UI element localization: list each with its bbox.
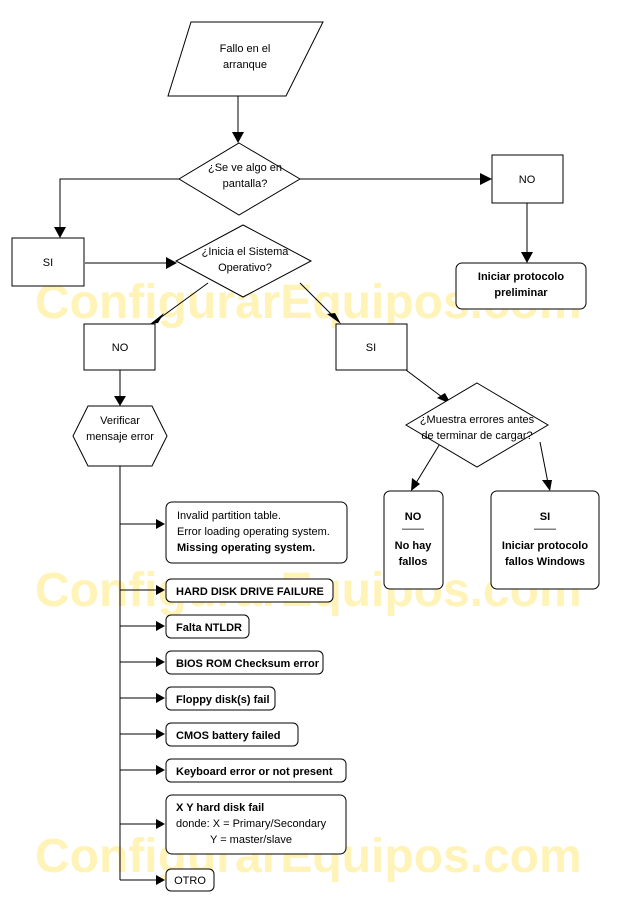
start-node-line2: arranque — [223, 59, 267, 71]
decision-errors-line1: ¿Muestra errores antes — [420, 414, 535, 426]
verificar-hexagon: Verificar mensaje error — [72, 405, 168, 467]
error-xy-hdd-line2: donde: X = Primary/Secondary — [176, 818, 327, 830]
verificar-line1: Verificar — [100, 415, 140, 427]
decision-screen-line1: ¿Se ve algo en — [208, 162, 282, 174]
decision-screen: ¿Se ve algo en pantalla? — [178, 142, 301, 216]
si-os-label: SI — [366, 342, 376, 354]
no-screen-box: NO — [491, 154, 564, 204]
no-fallos-line1: No hay — [395, 540, 433, 552]
error-hdd-failure-label: HARD DISK DRIVE FAILURE — [176, 586, 324, 598]
no-screen-label: NO — [519, 174, 536, 186]
error-floppy-box: Floppy disk(s) fail — [165, 686, 276, 711]
no-fallos-separator: —— — [402, 523, 424, 535]
decision-os: ¿Inicia el Sistema Operativo? — [174, 224, 313, 298]
no-fallos-title: NO — [405, 511, 422, 523]
decision-errors: ¿Muestra errores antes de terminar de ca… — [405, 382, 549, 468]
no-fallos-box: NO —— No hay fallos — [383, 490, 444, 590]
si-windows-line1: Iniciar protocolo — [502, 540, 588, 552]
error-ntldr-label: Falta NTLDR — [176, 622, 242, 634]
error-bios-checksum-box: BIOS ROM Checksum error — [165, 650, 324, 675]
preliminar-line1: Iniciar protocolo — [478, 271, 564, 283]
error-xy-hdd-box: X Y hard disk fail donde: X = Primary/Se… — [165, 794, 347, 855]
connectors — [54, 96, 552, 885]
start-node: Fallo en el arranque — [167, 21, 324, 97]
error-hdd-failure-box: HARD DISK DRIVE FAILURE — [165, 578, 334, 603]
si-windows-box: SI —— Iniciar protocolo fallos Windows — [490, 490, 600, 590]
error-otro-box: OTRO — [165, 868, 215, 892]
error-otro-label: OTRO — [174, 875, 206, 887]
si-windows-separator: —— — [534, 523, 556, 535]
error-xy-hdd-line3: Y = master/slave — [210, 834, 292, 846]
error-floppy-label: Floppy disk(s) fail — [176, 694, 270, 706]
decision-errors-line2: de terminar de cargar? — [421, 430, 532, 442]
no-os-label: NO — [112, 342, 129, 354]
si-os-box: SI — [335, 323, 408, 371]
error-keyboard-label: Keyboard error or not present — [176, 766, 333, 778]
no-os-box: NO — [83, 323, 156, 371]
error-ntldr-box: Falta NTLDR — [165, 614, 250, 639]
error-keyboard-box: Keyboard error or not present — [165, 758, 347, 783]
error-xy-hdd-line1: X Y hard disk fail — [176, 802, 264, 814]
preliminar-box: Iniciar protocolo preliminar — [455, 262, 587, 310]
error-partition-line3: Missing operating system. — [177, 542, 315, 554]
verificar-line2: mensaje error — [86, 431, 154, 443]
error-partition-box: Invalid partition table. Error loading o… — [165, 501, 348, 564]
error-bios-checksum-label: BIOS ROM Checksum error — [176, 658, 320, 670]
si-windows-line2: fallos Windows — [505, 556, 585, 568]
no-fallos-line2: fallos — [399, 556, 428, 568]
start-node-line1: Fallo en el — [220, 43, 271, 55]
decision-os-line2: Operativo? — [218, 262, 272, 274]
error-cmos-box: CMOS battery failed — [165, 722, 299, 747]
preliminar-line2: preliminar — [494, 287, 548, 299]
error-partition-line1: Invalid partition table. — [177, 510, 281, 522]
si-screen-label: SI — [43, 257, 53, 269]
si-windows-title: SI — [540, 511, 550, 523]
decision-screen-line2: pantalla? — [223, 178, 268, 190]
error-cmos-label: CMOS battery failed — [176, 730, 281, 742]
decision-os-line1: ¿Inicia el Sistema — [202, 246, 290, 258]
si-screen-box: SI — [11, 237, 85, 287]
error-partition-line2: Error loading operating system. — [177, 526, 330, 538]
